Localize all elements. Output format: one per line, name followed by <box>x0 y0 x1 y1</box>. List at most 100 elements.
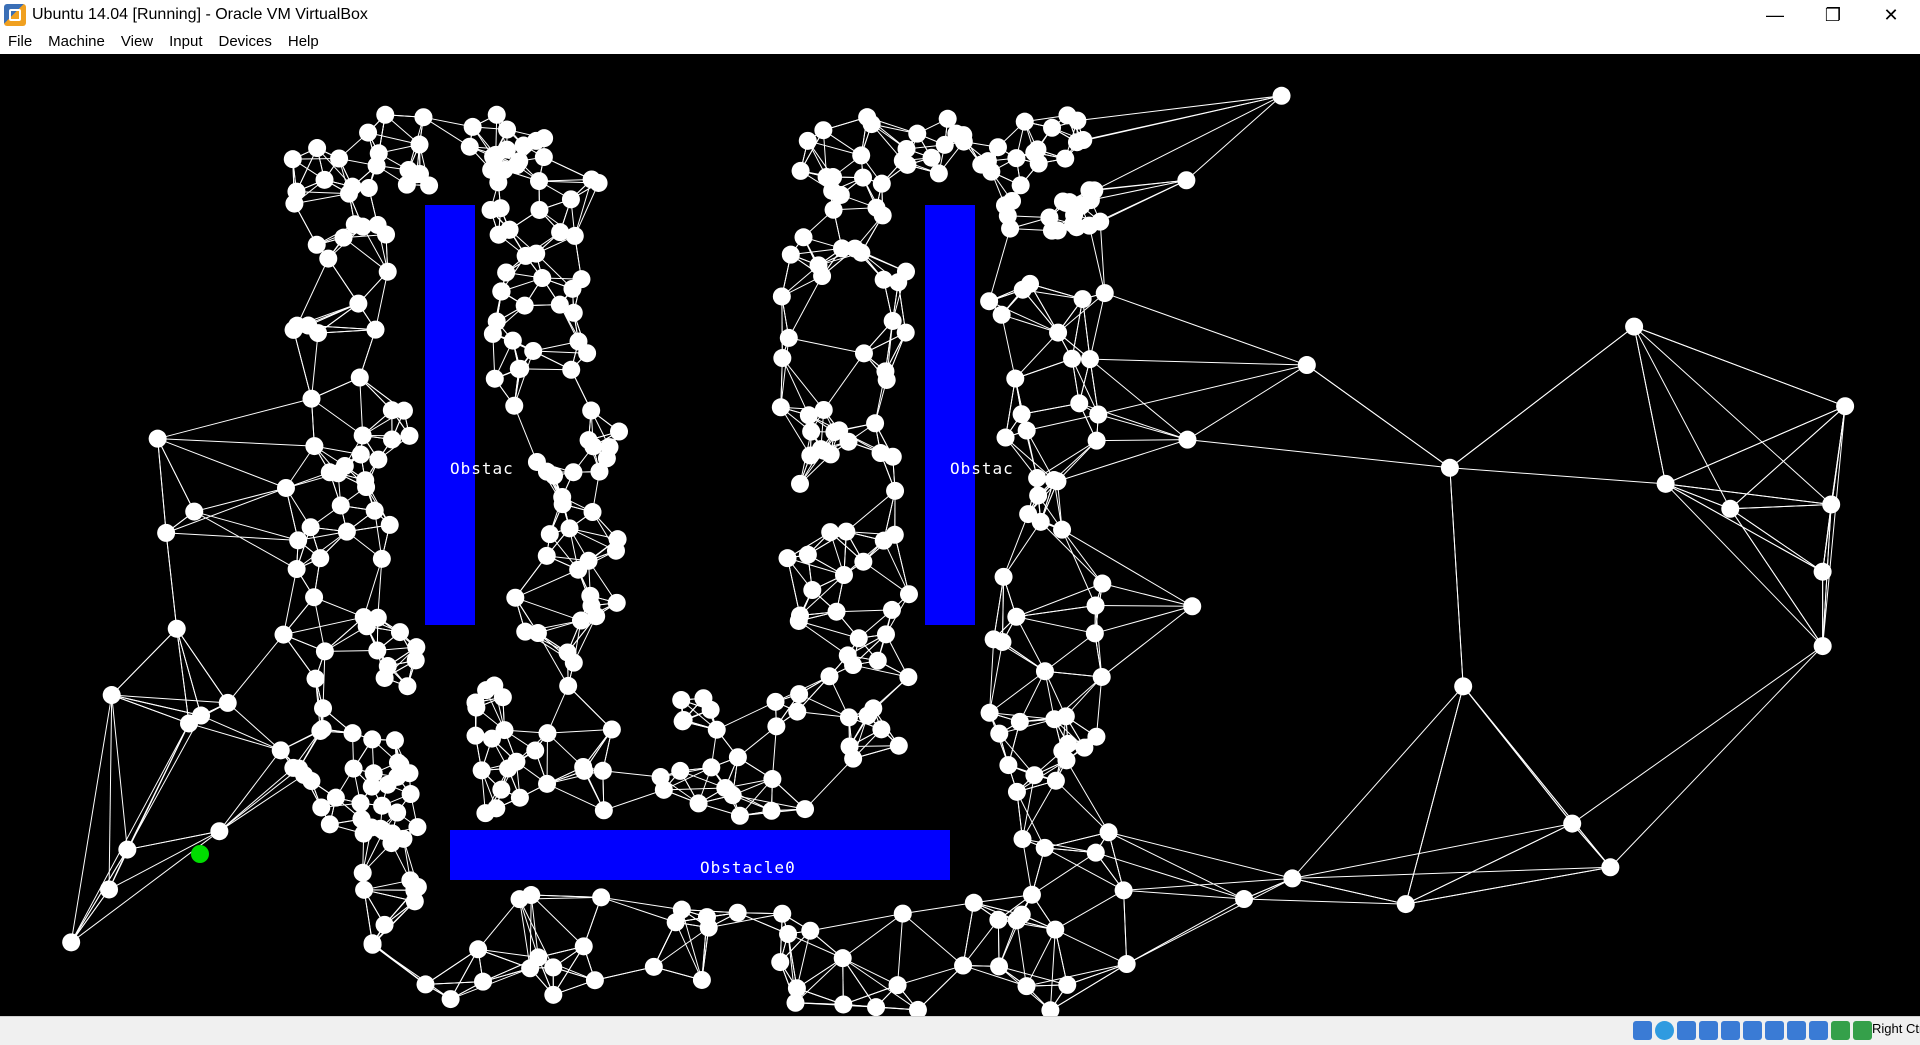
roadmap-node <box>565 226 584 245</box>
roadmap-edge <box>737 912 789 935</box>
roadmap-node <box>344 759 363 778</box>
network-icon[interactable] <box>1699 1021 1718 1040</box>
roadmap-edge <box>227 702 282 751</box>
minimize-button[interactable]: — <box>1766 4 1784 25</box>
roadmap-node <box>954 126 973 145</box>
roadmap-node <box>772 287 791 306</box>
recording-icon[interactable] <box>1787 1021 1806 1040</box>
roadmap-edge <box>1044 632 1096 672</box>
close-button[interactable]: ✕ <box>1883 4 1899 25</box>
restore-button[interactable]: ❐ <box>1824 4 1842 25</box>
roadmap-node <box>533 269 552 288</box>
menu-machine[interactable]: Machine <box>48 33 105 50</box>
roadmap-node <box>466 726 485 745</box>
roadmap-node <box>1085 624 1104 643</box>
roadmap-edge <box>1095 605 1193 607</box>
roadmap-node <box>898 155 917 174</box>
roadmap-edge <box>1292 866 1611 879</box>
display-icon[interactable] <box>1765 1021 1784 1040</box>
roadmap-node <box>469 940 488 959</box>
roadmap-node <box>689 794 708 813</box>
roadmap-edge <box>1071 358 1099 415</box>
roadmap-node <box>1563 814 1582 833</box>
roadmap-node <box>1272 86 1291 105</box>
roadmap-node <box>767 717 786 736</box>
usb-icon[interactable] <box>1721 1021 1740 1040</box>
roadmap-edge <box>478 948 539 958</box>
roadmap-edge <box>973 894 1033 904</box>
roadmap-node <box>497 263 516 282</box>
roadmap-edge <box>1126 898 1245 965</box>
optical-disk-icon[interactable] <box>1655 1021 1674 1040</box>
roadmap-node <box>896 262 915 281</box>
hard-disk-icon[interactable] <box>1633 1021 1652 1040</box>
roadmap-edge <box>176 628 190 724</box>
roadmap-node <box>569 560 588 579</box>
roadmap-node <box>821 523 840 542</box>
roadmap-node <box>473 972 492 991</box>
roadmap-node <box>872 720 891 739</box>
roadmap-node <box>311 721 330 740</box>
roadmap-edge <box>836 609 892 613</box>
roadmap-node <box>839 708 858 727</box>
roadmap-node <box>353 217 372 236</box>
roadmap-node <box>876 625 895 644</box>
vm-display[interactable]: Obstac Obstac Obstacle0 <box>0 54 1920 1016</box>
roadmap-edge <box>1036 440 1097 479</box>
roadmap-node <box>102 686 121 705</box>
menu-view[interactable]: View <box>120 33 154 50</box>
roadmap-edge <box>1099 221 1106 294</box>
roadmap-edge <box>219 767 294 832</box>
mouse-integration-icon[interactable] <box>1831 1021 1850 1040</box>
roadmap-edge <box>810 913 903 932</box>
roadmap-node <box>988 138 1007 157</box>
roadmap-node <box>408 818 427 837</box>
roadmap-edge <box>1095 852 1245 900</box>
roadmap-node <box>671 761 690 780</box>
roadmap-node <box>908 1000 927 1016</box>
roadmap-node <box>938 109 957 128</box>
title-bar: Ubuntu 14.04 [Running] - Oracle VM Virtu… <box>0 0 1920 30</box>
roadmap-node <box>1117 955 1136 974</box>
roadmap-edge <box>1089 358 1307 366</box>
roadmap-node <box>707 720 726 739</box>
roadmap-edge <box>1665 483 1731 510</box>
roadmap-edge <box>1089 359 1099 415</box>
roadmap-node <box>359 123 378 142</box>
roadmap-node <box>824 200 843 219</box>
roadmap-node <box>1028 469 1047 488</box>
status-icons <box>1633 1021 1872 1040</box>
roadmap-edge <box>157 438 315 447</box>
roadmap-node <box>560 519 579 538</box>
menu-devices[interactable]: Devices <box>218 33 272 50</box>
roadmap-edge <box>993 576 1005 640</box>
virtualization-icon[interactable] <box>1809 1021 1828 1040</box>
roadmap-edge <box>70 889 110 943</box>
roadmap-edge <box>574 182 600 237</box>
roadmap-edge <box>1822 504 1832 572</box>
roadmap-node <box>1053 520 1072 539</box>
roadmap-edge <box>863 561 910 595</box>
roadmap-edge <box>1076 95 1282 143</box>
roadmap-node <box>352 810 371 829</box>
roadmap-node <box>369 450 388 469</box>
menu-file[interactable]: File <box>8 33 33 50</box>
roadmap-node <box>1454 677 1473 696</box>
roadmap-node <box>814 400 833 419</box>
audio-icon[interactable] <box>1677 1021 1696 1040</box>
shared-folders-icon[interactable] <box>1743 1021 1762 1040</box>
roadmap-node <box>398 677 417 696</box>
roadmap-node <box>583 503 602 522</box>
roadmap-edge <box>1016 605 1096 618</box>
roadmap-edge <box>780 337 790 408</box>
roadmap-node <box>500 220 519 239</box>
roadmap-node <box>287 560 306 579</box>
roadmap-node <box>311 549 330 568</box>
roadmap-node <box>602 720 621 739</box>
menu-input[interactable]: Input <box>169 33 203 50</box>
roadmap-edge <box>1186 95 1282 181</box>
keyboard-icon[interactable] <box>1853 1021 1872 1040</box>
menu-help[interactable]: Help <box>287 33 319 50</box>
roadmap-node <box>790 606 809 625</box>
roadmap-node <box>1095 284 1114 303</box>
